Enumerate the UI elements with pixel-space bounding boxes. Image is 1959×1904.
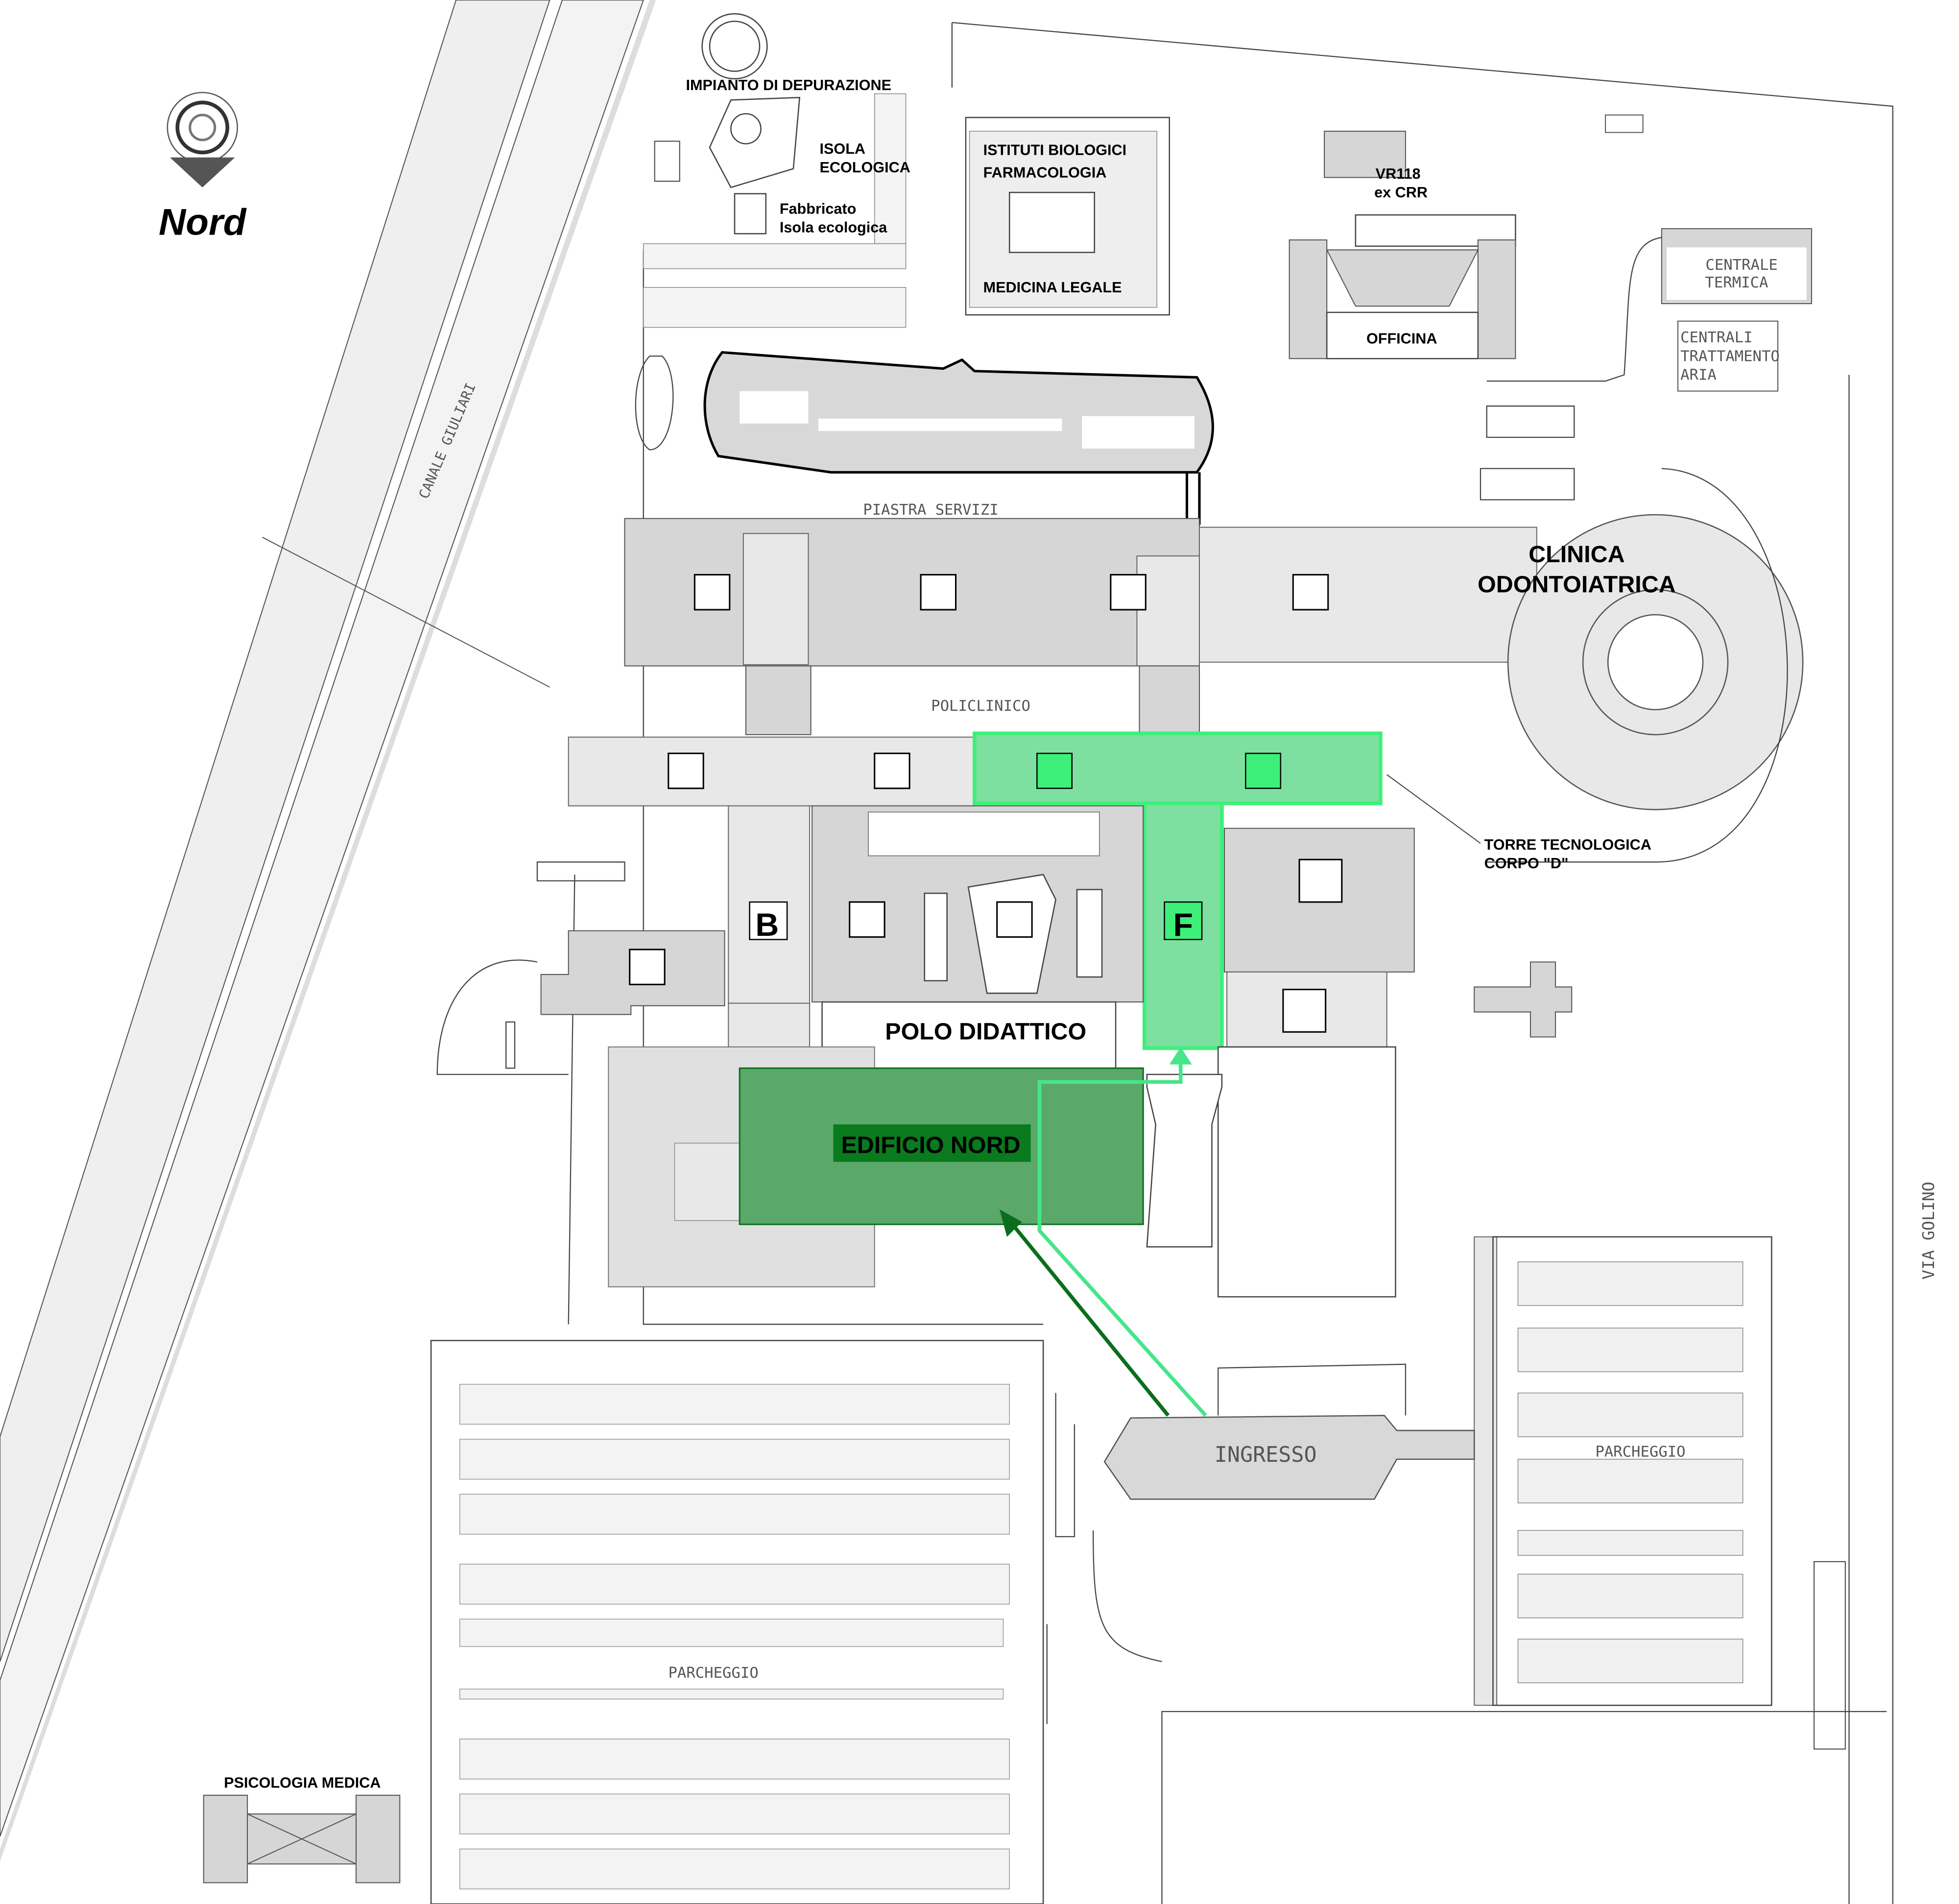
cross-building [1474, 961, 1573, 1038]
edificio-nord-building [608, 1046, 1144, 1287]
officina-building [1289, 214, 1516, 359]
cta-label-3: ARIA [1680, 367, 1717, 384]
compass-north-icon [167, 92, 238, 188]
west-building [436, 861, 725, 1075]
central-block [812, 805, 1144, 1003]
ingresso-label: INGRESSO [1215, 1443, 1317, 1467]
polo-label: POLO DIDATTICO [885, 1019, 1086, 1045]
torre-tecnologica-building [1146, 828, 1498, 1706]
via-golino-label: VIA GOLINO [1919, 1182, 1938, 1280]
parking-strip-east [874, 93, 907, 244]
route-arrow-light [1037, 1059, 1207, 1417]
centrale-label: CENTRALE [1705, 257, 1777, 274]
officina-label: OFFICINA [1366, 331, 1437, 347]
piastra-label: PIASTRA SERVIZI [863, 501, 998, 519]
policlinico-label: POLICLINICO [931, 698, 1030, 715]
istituti-biologici-building [965, 117, 1171, 316]
clinica-label-2: ODONTOIATRICA [1478, 571, 1676, 597]
route-arrow-dark [1013, 1225, 1170, 1417]
long-service-building [635, 351, 1214, 525]
route-arrows [999, 1047, 1207, 1417]
impianto-depurazione [701, 13, 801, 235]
isola-label-2: ECOLOGICA [819, 159, 910, 176]
vr118-building [1324, 130, 1406, 178]
policlinico-highlighted-wing [972, 731, 1383, 1050]
parcheggio-right [1492, 1236, 1772, 1706]
roads-east [1480, 237, 1662, 500]
block-b-building [728, 805, 811, 1047]
block-b-label: B [755, 907, 779, 943]
medicina-legale-label: MEDICINA LEGALE [983, 279, 1122, 296]
arrowhead-dark [999, 1209, 1022, 1237]
psicologia-label: PSICOLOGIA MEDICA [224, 1775, 381, 1791]
parcheggio-left-label: PARCHEGGIO [668, 1665, 758, 1682]
fabbricato-label: Fabbricato [780, 200, 856, 217]
torre-label: TORRE TECNOLOGICA [1484, 836, 1651, 853]
impianto-label: IMPIANTO DI DEPURAZIONE [686, 77, 892, 94]
psicologia-medica-building [203, 1794, 401, 1883]
clinica-label: CLINICA [1529, 541, 1625, 568]
vr118-label: VR118 [1376, 166, 1421, 182]
centrale-label-2: TERMICA [1705, 274, 1768, 291]
istituti-label: ISTITUTI BIOLOGICI [983, 142, 1126, 158]
cta-building [1677, 320, 1779, 392]
edificio-nord-label: EDIFICIO NORD [841, 1132, 1020, 1159]
canale-giuliari: CANALE GIULIARI [0, 0, 656, 1862]
centrale-termica-building [1661, 228, 1812, 305]
block-f-label: F [1173, 907, 1194, 943]
piastra-servizi-building [624, 518, 1200, 736]
farmacologia-label: FARMACOLOGIA [983, 164, 1107, 181]
cta-label: CENTRALI [1680, 329, 1752, 346]
isola-label: ISOLA [819, 141, 865, 157]
vr118-label-2: ex CRR [1374, 184, 1428, 201]
arrowhead-light [1169, 1047, 1192, 1065]
ingresso-building [1046, 1363, 1475, 1724]
compass-label: Nord [159, 202, 247, 243]
cta-label-2: TRATTAMENTO [1680, 348, 1780, 365]
fabbricato-label-2: Isola ecologica [780, 219, 887, 236]
clinica-odontoiatrica-building [1198, 468, 1804, 863]
parcheggio-right-label: PARCHEGGIO [1595, 1444, 1685, 1461]
parcheggio-left [430, 1340, 1044, 1904]
policlinico-building [568, 737, 975, 807]
torre-label-2: CORPO "D" [1484, 855, 1569, 872]
